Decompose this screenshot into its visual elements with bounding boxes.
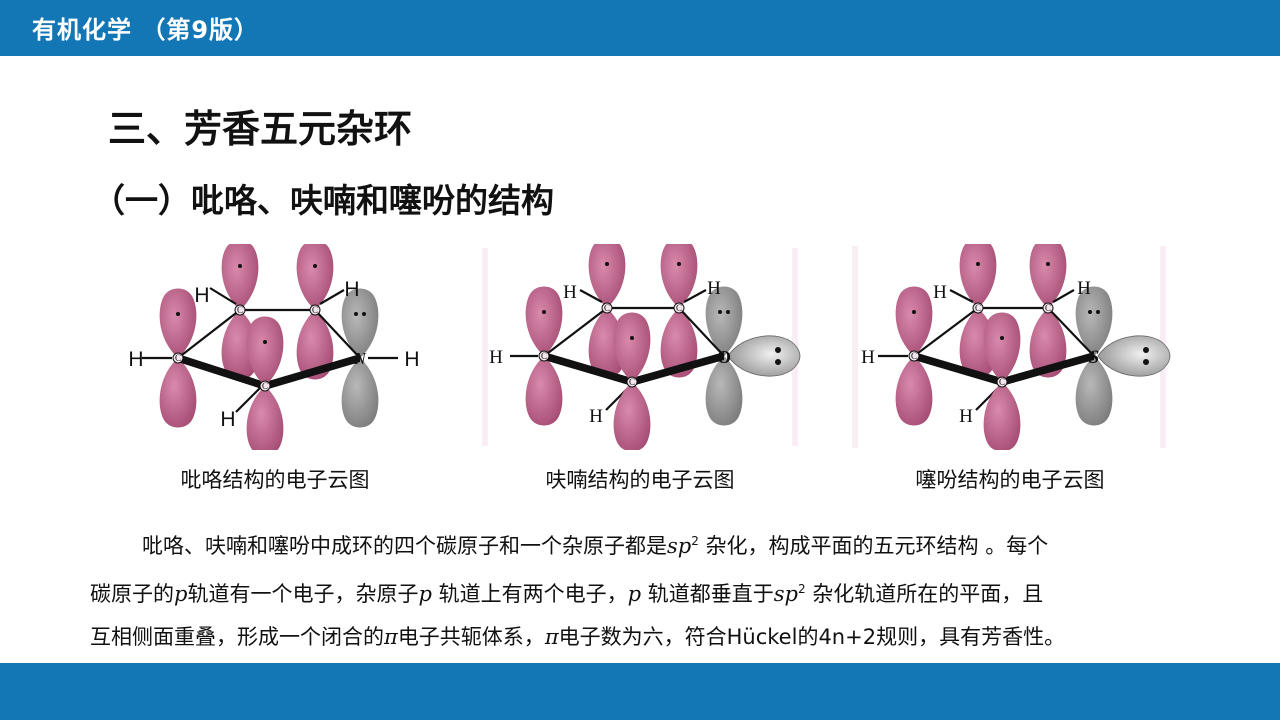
- heteroatom-label: S: [1089, 347, 1100, 368]
- atom-label: C: [999, 377, 1005, 387]
- furan-caption: 呋喃结构的电子云图: [545, 468, 735, 492]
- thiophene-caption: 噻吩结构的电子云图: [915, 468, 1105, 492]
- text-run: 杂化，构成平面的五元环结构 。每个: [698, 534, 1049, 558]
- hydrogen-label: H: [1077, 278, 1091, 299]
- pyrrole-orbital-diagram: C C C C N H H H H H: [128, 244, 420, 450]
- s-sp2-lone-pair-lobe: [1097, 335, 1171, 377]
- text-run: 吡咯、呋喃和噻吩中成环的四个碳原子和一个杂原子都是: [142, 534, 667, 558]
- text-run: 碳原子的: [90, 582, 174, 606]
- text-run: 杂化轨道所在的平面，且: [805, 582, 1044, 606]
- pyrrole-figure: C C C C N H H H H H: [120, 244, 440, 450]
- text-run: 轨道都垂直于: [641, 582, 774, 606]
- p-notation: p: [627, 582, 642, 606]
- furan-orbital-diagram: C C C C O H H H H: [482, 244, 801, 450]
- text-run: 轨道有一个电子，杂原子: [187, 582, 419, 606]
- atom-label: C: [312, 305, 318, 315]
- hydrogen-label: H: [344, 278, 359, 301]
- hydrogen-label: H: [933, 282, 947, 303]
- atom-label: C: [975, 303, 981, 313]
- text-run: 互相侧面重叠，形成一个闭合的: [90, 625, 384, 649]
- book-title: 有机化学 （第9版）: [32, 16, 260, 44]
- hydrogen-label: H: [220, 408, 235, 431]
- atom-label: C: [911, 351, 917, 361]
- paragraph-line-2: 碳原子的p轨道有一个电子，杂原子p 轨道上有两个电子，p 轨道都垂直于sp2 杂…: [90, 568, 1200, 616]
- hydrogen-label: H: [194, 284, 209, 307]
- atom-label: C: [604, 303, 610, 313]
- hydrogen-label: H: [128, 348, 143, 371]
- hydrogen-label: H: [959, 406, 973, 427]
- section-title: 三、芳香五元杂环: [108, 107, 413, 151]
- hydrogen-label: H: [489, 347, 503, 368]
- hydrogen-label: H: [563, 282, 577, 303]
- subsection-title: （一）吡咯、呋喃和噻吩的结构: [92, 181, 554, 220]
- pi-symbol: π: [544, 625, 559, 649]
- hydrogen-label: H: [861, 347, 875, 368]
- thiophene-orbital-diagram: C C C C S H H H H: [852, 244, 1171, 450]
- atom-label: C: [541, 351, 547, 361]
- atom-label: C: [175, 353, 181, 363]
- atom-label: C: [1045, 303, 1051, 313]
- superscript: 2: [691, 534, 699, 548]
- paragraph-line-1: 吡咯、呋喃和噻吩中成环的四个碳原子和一个杂原子都是sp2 杂化，构成平面的五元环…: [90, 520, 1200, 568]
- text-run: 电子数为六，符合Hückel的4n+2规则，具有芳香性。: [558, 625, 1066, 649]
- paragraph-line-3: 互相侧面重叠，形成一个闭合的π电子共轭体系，π电子数为六，符合Hückel的4n…: [90, 616, 1200, 659]
- o-sp2-lone-pair-lobe: [727, 335, 801, 377]
- atom-label: C: [629, 377, 635, 387]
- text-run: 轨道上有两个电子，: [431, 582, 628, 606]
- superscript: 2: [797, 582, 806, 596]
- pyrrole-caption: 吡咯结构的电子云图: [180, 468, 370, 492]
- p-notation: p: [174, 582, 188, 606]
- furan-figure: C C C C O H H H H: [482, 244, 802, 450]
- body-paragraph: 吡咯、呋喃和噻吩中成环的四个碳原子和一个杂原子都是sp2 杂化，构成平面的五元环…: [90, 520, 1200, 659]
- footer-bar: [0, 663, 1280, 720]
- header-bar: 有机化学 （第9版）: [0, 0, 1280, 56]
- atom-label: C: [262, 381, 268, 391]
- hydrogen-label: H: [404, 348, 419, 371]
- heteroatom-label: N: [353, 349, 367, 368]
- thiophene-figure: C C C C S H H H H: [852, 244, 1172, 450]
- sp-notation: sp: [667, 534, 692, 558]
- text-run: 电子共轭体系，: [397, 625, 545, 649]
- atom-label: C: [676, 303, 682, 313]
- p-notation: p: [418, 582, 432, 606]
- heteroatom-label: O: [717, 347, 731, 367]
- hydrogen-label: H: [707, 278, 721, 299]
- hydrogen-label: H: [589, 406, 603, 427]
- atom-label: C: [237, 305, 243, 315]
- sp-notation: sp: [773, 582, 798, 606]
- pi-symbol: π: [384, 625, 398, 649]
